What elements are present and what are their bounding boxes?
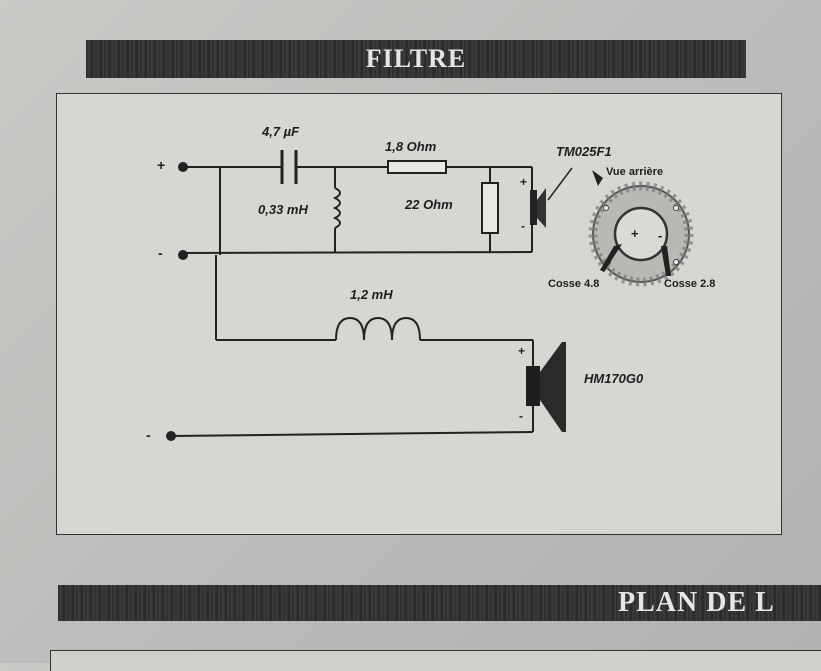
tweeter-model-label: TM025F1 bbox=[556, 144, 612, 159]
next-panel-edge bbox=[50, 650, 821, 671]
woofer-symbol bbox=[526, 342, 566, 432]
resistor-shunt bbox=[481, 182, 499, 234]
terminal-minus-bottom-label: - bbox=[146, 427, 151, 443]
footer-title: PLAN DE L bbox=[618, 587, 775, 618]
tweeter-minus-label: - bbox=[521, 219, 525, 233]
woofer-model-label: HM170G0 bbox=[584, 371, 644, 386]
header-banner: FILTRE bbox=[86, 40, 746, 78]
terminal-plus-label: + bbox=[157, 157, 166, 173]
inductor-series-label: 1,2 mH bbox=[350, 287, 393, 302]
terminal-minus bbox=[178, 250, 188, 260]
tweeter-plus-label: + bbox=[520, 175, 528, 189]
inductor-series bbox=[335, 316, 421, 341]
terminal-minus-bottom bbox=[166, 431, 176, 441]
tweeter-view-label: Vue arrière bbox=[606, 166, 664, 178]
wire-ground-top bbox=[182, 251, 533, 254]
inductor-shunt bbox=[332, 187, 341, 229]
resistor-series bbox=[387, 160, 447, 174]
resistor-shunt-label: 22 Ohm bbox=[405, 197, 453, 212]
cosse-small-pointer bbox=[661, 246, 671, 276]
tweeter-rear-minus-label: - bbox=[658, 228, 663, 243]
wire-woofer-ground bbox=[170, 431, 534, 437]
tweeter-pointer-line bbox=[547, 167, 573, 201]
terminal-minus-label: - bbox=[158, 245, 163, 261]
terminal-plus bbox=[178, 162, 188, 172]
header-title: FILTRE bbox=[365, 44, 467, 73]
inductor-shunt-label: 0,33 mH bbox=[258, 202, 308, 217]
tweeter-symbol bbox=[530, 167, 573, 228]
woofer-minus-label: - bbox=[519, 409, 523, 423]
cosse-large-label: Cosse 4.8 bbox=[548, 278, 600, 290]
resistor-series-label: 1,8 Ohm bbox=[385, 139, 437, 154]
capacitor-label: 4,7 µF bbox=[262, 124, 300, 139]
tweeter-rear-view bbox=[588, 170, 694, 287]
cosse-large-pointer bbox=[600, 244, 622, 272]
footer-banner: PLAN DE L bbox=[58, 585, 821, 621]
tweeter-rear-plus-label: + bbox=[631, 226, 639, 241]
view-arrow bbox=[592, 170, 603, 186]
woofer-plus-label: + bbox=[518, 344, 526, 358]
cosse-small-label: Cosse 2.8 bbox=[664, 278, 716, 290]
